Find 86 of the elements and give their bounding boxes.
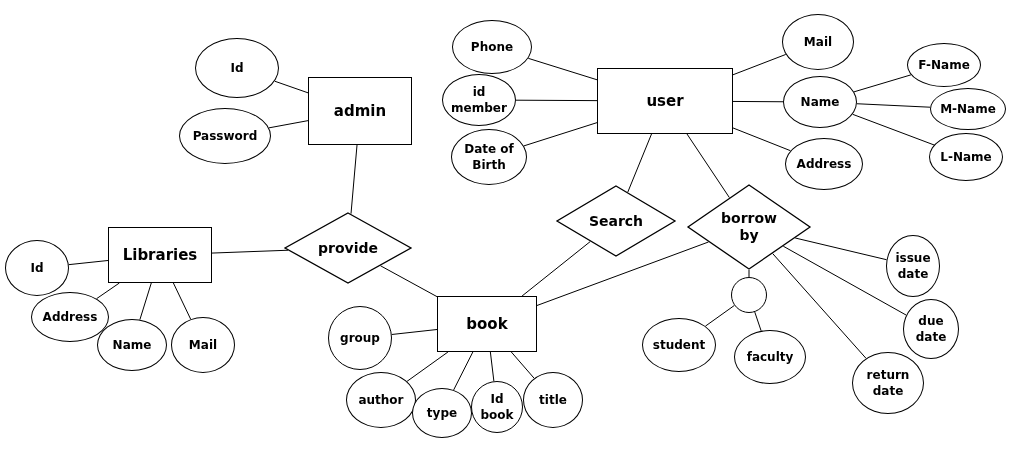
connector-line: [510, 351, 535, 379]
connector-line: [211, 249, 289, 254]
attribute-label: Address: [42, 308, 98, 326]
connector-line: [782, 245, 907, 316]
attribute-label: Id: [230, 59, 244, 77]
attribute-label: M-Name: [940, 100, 996, 118]
connector-line: [274, 80, 309, 94]
attribute-ellipse: [31, 292, 109, 342]
attribute-ellipse: [852, 352, 924, 414]
connector-line: [521, 241, 591, 297]
attribute-ellipse: [785, 138, 863, 190]
connector-circle: [731, 277, 767, 313]
connector-line: [732, 127, 791, 152]
connector-line: [96, 282, 120, 300]
connector-line: [732, 53, 787, 76]
connector-line: [523, 122, 598, 147]
connector-line: [489, 351, 495, 382]
connector-line: [350, 144, 358, 215]
attribute-label: group: [340, 329, 380, 347]
connector-line: [379, 265, 438, 298]
entity-label: Libraries: [122, 246, 198, 264]
connector-line: [856, 103, 931, 108]
entity-box: [308, 77, 412, 145]
connector-line: [406, 351, 449, 382]
connector-line: [172, 282, 192, 320]
attribute-ellipse: [886, 235, 940, 297]
attribute-label: Id: [30, 259, 44, 277]
attribute-ellipse: [523, 372, 583, 428]
entity-box: [437, 296, 537, 352]
connector-line: [391, 329, 438, 335]
entity-label: admin: [333, 102, 387, 120]
connector-line: [732, 100, 784, 103]
attribute-label: Mail: [803, 33, 833, 51]
connector-line: [772, 253, 867, 359]
attribute-label: Password: [192, 127, 258, 145]
attribute-label: Name: [112, 336, 152, 354]
attribute-label: Address: [796, 155, 852, 173]
connector-line: [68, 260, 109, 266]
connector-line: [268, 120, 309, 129]
connector-line: [794, 237, 888, 261]
attribute-ellipse: [5, 240, 69, 296]
connector-line: [515, 99, 598, 102]
attribute-ellipse: [452, 20, 532, 74]
attribute-label: author: [358, 391, 404, 409]
attribute-ellipse: [471, 381, 523, 433]
entity-box: [597, 68, 733, 134]
connector-line: [686, 133, 730, 199]
attribute-label: type: [426, 404, 458, 422]
attribute-label: id member: [450, 83, 508, 117]
attribute-label: return date: [865, 366, 911, 400]
connector-line: [748, 269, 750, 278]
attribute-label: F-Name: [918, 56, 970, 74]
attribute-label: issue date: [894, 249, 932, 283]
connector-line: [453, 351, 474, 391]
attribute-ellipse: [412, 388, 472, 438]
attribute-label: Date of Birth: [463, 140, 515, 174]
connector-line: [754, 311, 762, 332]
entity-label: user: [646, 92, 684, 110]
connector-line: [853, 74, 912, 93]
attribute-label: title: [539, 391, 567, 409]
attribute-ellipse: [782, 14, 854, 70]
entity-label: book: [466, 315, 508, 333]
relationship-label: borrow by: [720, 210, 778, 244]
attribute-label: Id book: [479, 390, 515, 424]
attribute-ellipse: [346, 372, 416, 428]
attribute-ellipse: [903, 299, 959, 359]
relationship-label: provide: [318, 239, 378, 257]
attribute-ellipse: [929, 133, 1003, 181]
attribute-label: Mail: [188, 336, 218, 354]
attribute-label: faculty: [746, 348, 794, 366]
connector-line: [536, 241, 710, 306]
attribute-ellipse: [642, 318, 716, 372]
attribute-ellipse: [97, 319, 167, 371]
attribute-label: student: [652, 336, 706, 354]
attribute-label: Name: [800, 93, 840, 111]
connector-line: [139, 282, 152, 321]
attribute-label: due date: [914, 312, 948, 346]
attribute-label: Phone: [470, 38, 514, 56]
entity-box: [108, 227, 212, 283]
connector-line: [627, 133, 653, 193]
attribute-ellipse: [783, 76, 857, 128]
attribute-ellipse: [195, 38, 279, 98]
relationship-label: Search: [588, 212, 644, 230]
attribute-ellipse: [907, 43, 981, 87]
connector-line: [852, 113, 935, 146]
attribute-label: L-Name: [940, 148, 992, 166]
